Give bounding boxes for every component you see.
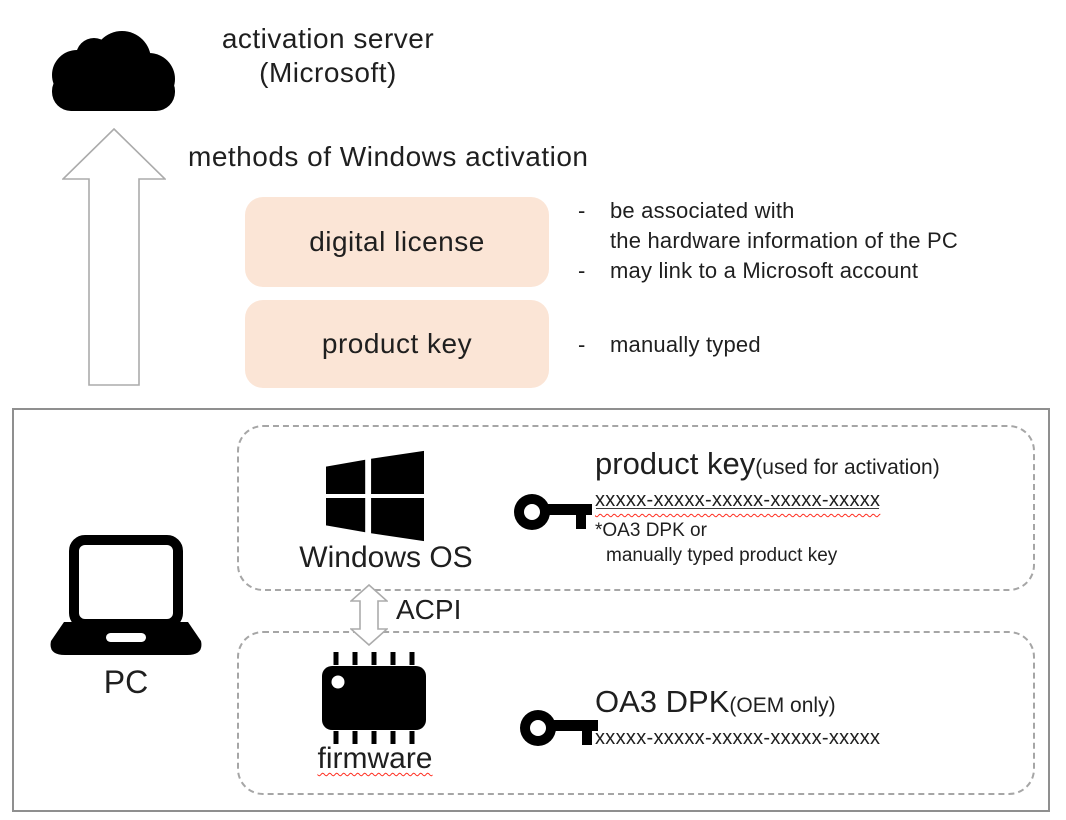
note-row: - be associated with — [578, 196, 958, 226]
windows-key-footnote2: manually typed product key — [606, 545, 838, 566]
windows-os-label: Windows OS — [299, 541, 473, 574]
firmware-key-title-line: OA3 DPK (OEM only) — [595, 684, 836, 720]
key-icon — [512, 482, 592, 532]
acpi-arrow-icon — [350, 584, 388, 646]
note-row: - manually typed — [578, 330, 761, 360]
digital-license-notes: - be associated with the hardware inform… — [578, 196, 958, 286]
windows-logo-icon — [326, 450, 424, 542]
windows-key-title-paren: (used for activation) — [755, 456, 940, 479]
bullet-dash: - — [578, 258, 586, 283]
bullet-dash: - — [578, 332, 586, 357]
chip-icon — [320, 648, 428, 748]
firmware-key-title: OA3 DPK — [595, 684, 730, 719]
windows-key-title-line: product key (used for activation) — [595, 446, 940, 482]
firmware-key-value: xxxxx-xxxxx-xxxxx-xxxxx-xxxxx — [595, 727, 881, 749]
firmware-label: firmware — [317, 742, 433, 775]
laptop-icon — [48, 534, 204, 660]
digital-license-box: digital license — [245, 197, 549, 287]
digital-note1-line2: the hardware information of the PC — [610, 228, 958, 253]
up-arrow-icon — [62, 128, 166, 386]
windows-key-title: product key — [595, 446, 756, 481]
note-row: - may link to a Microsoft account — [578, 256, 958, 286]
digital-note2: may link to a Microsoft account — [610, 258, 919, 283]
pc-outer-box — [12, 408, 1050, 812]
windows-key-footnote1: *OA3 DPK or — [595, 520, 707, 541]
windows-os-box — [237, 425, 1035, 591]
windows-key-value: xxxxx-xxxxx-xxxxx-xxxxx-xxxxx — [595, 489, 880, 516]
digital-license-label: digital license — [309, 226, 485, 257]
activation-server-label: activation server (Microsoft) — [182, 22, 474, 90]
cloud-icon — [42, 18, 182, 113]
key-icon — [518, 698, 598, 748]
activation-server-line1: activation server — [221, 23, 435, 54]
digital-note1-line1: be associated with — [610, 198, 795, 223]
firmware-box — [237, 631, 1035, 795]
product-key-note1: manually typed — [610, 332, 761, 357]
methods-heading: methods of Windows activation — [188, 141, 589, 172]
windows-product-key-block: product key (used for activation) xxxxx-… — [595, 446, 940, 567]
activation-server-line2: (Microsoft) — [259, 57, 397, 88]
product-key-notes: - manually typed — [578, 330, 761, 360]
bullet-dash: - — [578, 198, 586, 223]
acpi-label: ACPI — [396, 594, 462, 625]
firmware-key-block: OA3 DPK (OEM only) xxxxx-xxxxx-xxxxx-xxx… — [595, 684, 880, 750]
product-key-label: product key — [321, 328, 473, 359]
product-key-box: product key — [245, 300, 549, 388]
firmware-key-title-paren: (OEM only) — [729, 694, 836, 717]
pc-label: PC — [103, 664, 149, 700]
